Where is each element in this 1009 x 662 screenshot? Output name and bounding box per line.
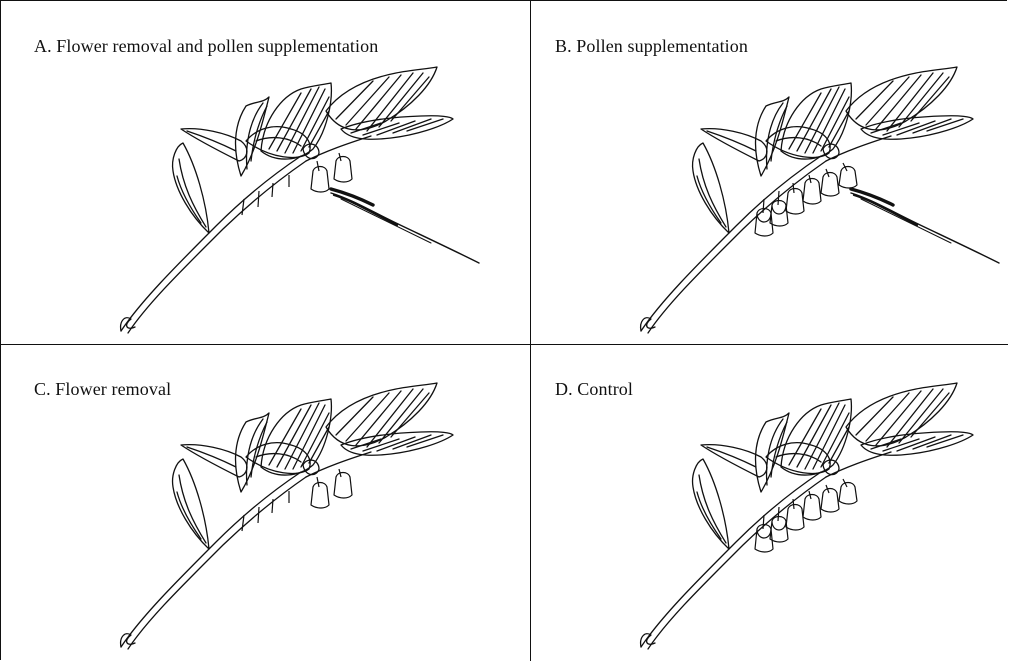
plant-illustration [1,1,531,345]
panel-b: B. Pollen supplementation [531,1,1008,345]
plant-illustration [1,345,531,661]
plant-illustration [531,345,1008,661]
panel-a: A. Flower removal and pollen supplementa… [1,1,531,345]
panel-d: D. Control [531,345,1008,661]
plant-illustration [531,1,1008,345]
panel-c: C. Flower removal [1,345,531,661]
